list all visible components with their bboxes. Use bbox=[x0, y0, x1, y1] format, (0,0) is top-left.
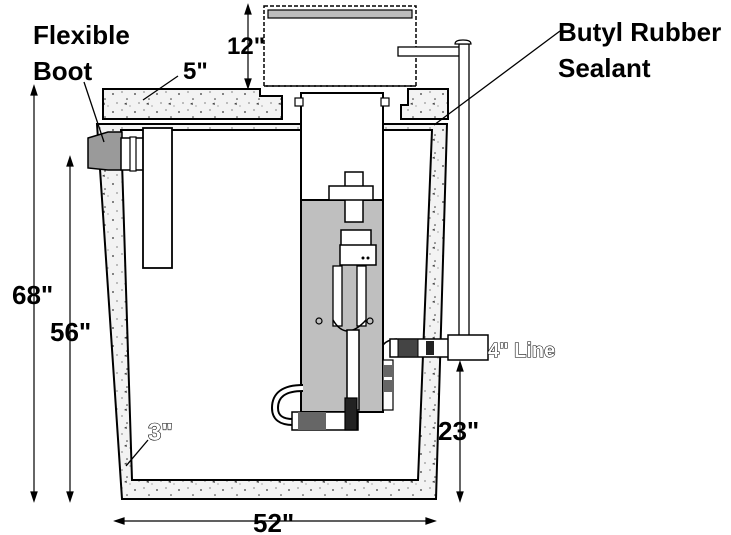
inner-height-label: 56" bbox=[50, 317, 91, 347]
inlet-pipe bbox=[87, 127, 173, 269]
outer-height-label: 68" bbox=[12, 280, 53, 310]
discharge-pipe bbox=[382, 334, 489, 411]
lid-thickness-label: 5" bbox=[183, 58, 208, 85]
lid-left bbox=[102, 88, 283, 120]
leader-lines bbox=[83, 30, 561, 467]
flexible-boot-label-line2: Boot bbox=[33, 56, 93, 86]
check-valve-loop bbox=[270, 384, 359, 431]
butyl-rubber-label-line2: Sealant bbox=[558, 53, 651, 83]
riser bbox=[263, 5, 417, 87]
width-label: 52" bbox=[253, 508, 294, 535]
flexible-boot-label-line1: Flexible bbox=[33, 20, 130, 50]
pump-assembly bbox=[315, 171, 377, 411]
flexible-boot bbox=[87, 131, 123, 171]
wall-thickness-label: 3" bbox=[148, 419, 173, 446]
outlet-height-label: 23" bbox=[438, 416, 479, 446]
dimension-lines bbox=[30, 3, 464, 525]
lid-right bbox=[400, 88, 449, 120]
outlet-line-label: 4" Line bbox=[488, 340, 555, 362]
butyl-rubber-label-line1: Butyl Rubber bbox=[558, 17, 721, 47]
riser-height-label: 12" bbox=[227, 33, 265, 60]
